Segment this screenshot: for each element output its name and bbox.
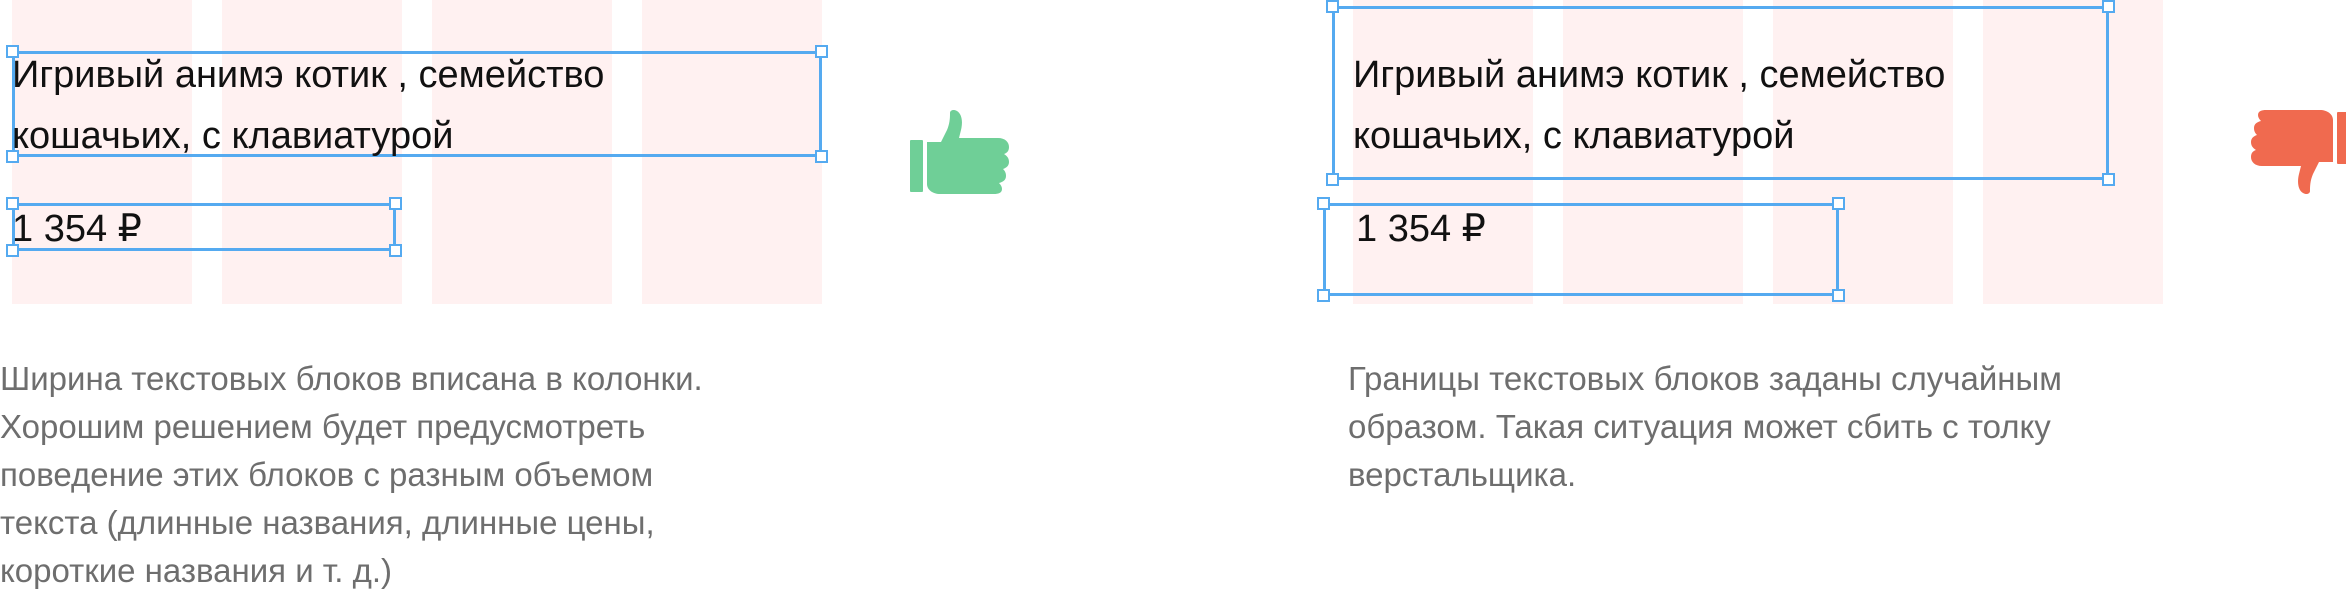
title-text-box[interactable] [6, 45, 828, 163]
grid-column [1563, 0, 1743, 304]
resize-handle[interactable] [6, 197, 19, 210]
resize-handle[interactable] [1832, 289, 1845, 302]
resize-handle[interactable] [1317, 197, 1330, 210]
grid-column [222, 0, 402, 304]
resize-handle[interactable] [6, 150, 19, 163]
resize-handle[interactable] [2102, 0, 2115, 13]
resize-handle[interactable] [815, 150, 828, 163]
good-example-caption: Ширина текстовых блоков вписана в колонк… [0, 360, 703, 589]
bad-example-panel: Игривый анимэ котик , семейство кошачьих… [1317, 0, 2346, 597]
price-text-box[interactable] [1317, 197, 1845, 302]
grid-column [12, 0, 192, 304]
resize-handle[interactable] [815, 45, 828, 58]
product-price: 1 354 ₽ [12, 208, 142, 250]
resize-handle[interactable] [1317, 289, 1330, 302]
thumbs-up-icon [910, 110, 1010, 194]
resize-handle[interactable] [389, 197, 402, 210]
thumbs-down-icon [2250, 110, 2346, 194]
resize-handle[interactable] [6, 45, 19, 58]
bad-example-caption: Границы текстовых блоков заданы случайны… [1348, 360, 2062, 493]
product-title: Игривый анимэ котик , семейство кошачьих… [1353, 54, 1946, 157]
grid-column [1983, 0, 2163, 304]
grid-column [642, 0, 822, 304]
grid-column [432, 0, 612, 304]
good-example-panel: Игривый анимэ котик , семейство кошачьих… [0, 0, 1170, 597]
product-title: Игривый анимэ котик , семейство кошачьих… [12, 54, 605, 157]
resize-handle[interactable] [389, 244, 402, 257]
resize-handle[interactable] [1326, 173, 1339, 186]
price-text-box[interactable] [6, 197, 402, 257]
title-text-box[interactable] [1326, 0, 2115, 186]
grid-column [1773, 0, 1953, 304]
resize-handle[interactable] [6, 244, 19, 257]
product-price: 1 354 ₽ [1356, 208, 1486, 250]
resize-handle[interactable] [2102, 173, 2115, 186]
resize-handle[interactable] [1326, 0, 1339, 13]
resize-handle[interactable] [1832, 197, 1845, 210]
grid-column [1353, 0, 1533, 304]
